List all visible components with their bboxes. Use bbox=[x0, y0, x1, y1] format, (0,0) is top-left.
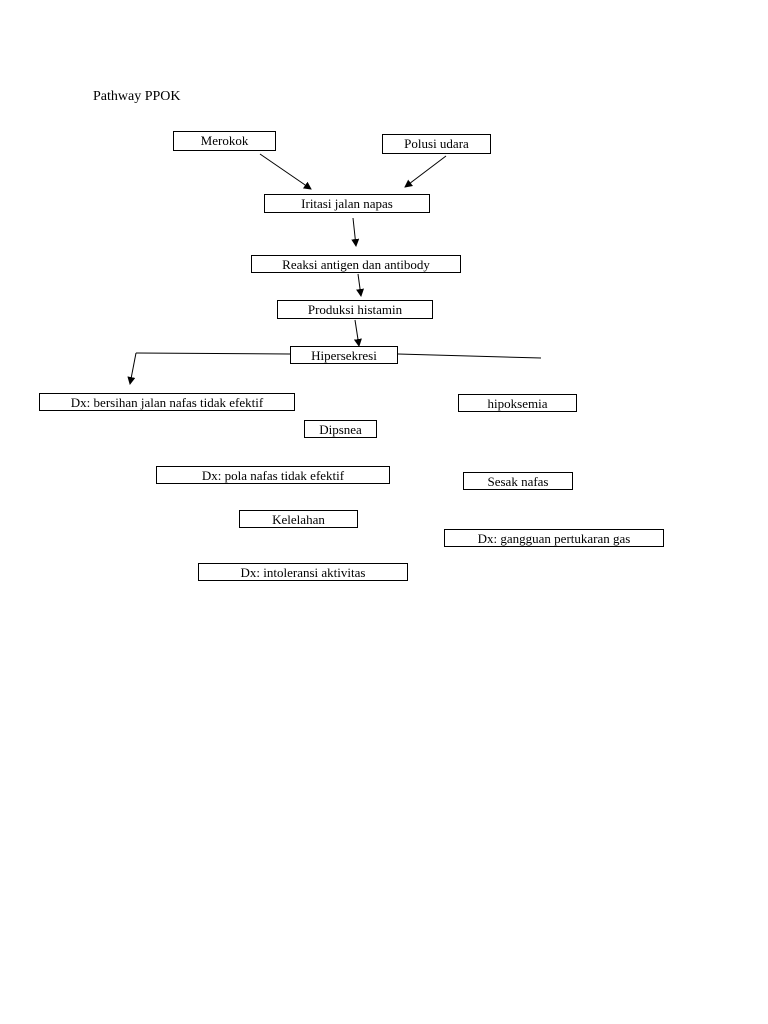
node-dx-intoleransi: Dx: intoleransi aktivitas bbox=[198, 563, 408, 581]
line-hipersekresi-left bbox=[135, 352, 291, 355]
arrow-reaksi-to-produksi bbox=[356, 273, 365, 297]
node-dx-gangguan: Dx: gangguan pertukaran gas bbox=[444, 529, 664, 547]
node-reaksi-antigen: Reaksi antigen dan antibody bbox=[251, 255, 461, 273]
node-dipsnea: Dipsnea bbox=[304, 420, 377, 438]
line-hipersekresi-right bbox=[397, 353, 542, 359]
node-sesak-nafas: Sesak nafas bbox=[463, 472, 573, 490]
arrow-produksi-to-hipersekresi bbox=[353, 319, 362, 347]
diagram-title: Pathway PPOK bbox=[93, 89, 181, 104]
node-iritasi-jalan-napas: Iritasi jalan napas bbox=[264, 194, 430, 213]
node-dx-bersihan: Dx: bersihan jalan nafas tidak efektif bbox=[39, 393, 295, 411]
arrow-left-branch-down bbox=[127, 352, 137, 385]
node-merokok: Merokok bbox=[173, 131, 276, 151]
node-polusi-udara: Polusi udara bbox=[382, 134, 491, 154]
node-produksi-histamin: Produksi histamin bbox=[277, 300, 433, 319]
node-kelelahan: Kelelahan bbox=[239, 510, 358, 528]
node-dx-pola-nafas: Dx: pola nafas tidak efektif bbox=[156, 466, 390, 484]
node-hipoksemia: hipoksemia bbox=[458, 394, 577, 412]
arrow-merokok-to-iritasi bbox=[259, 153, 312, 190]
arrow-iritasi-to-reaksi bbox=[351, 217, 360, 247]
arrow-polusi-to-iritasi bbox=[404, 155, 447, 188]
node-hipersekresi: Hipersekresi bbox=[290, 346, 398, 364]
